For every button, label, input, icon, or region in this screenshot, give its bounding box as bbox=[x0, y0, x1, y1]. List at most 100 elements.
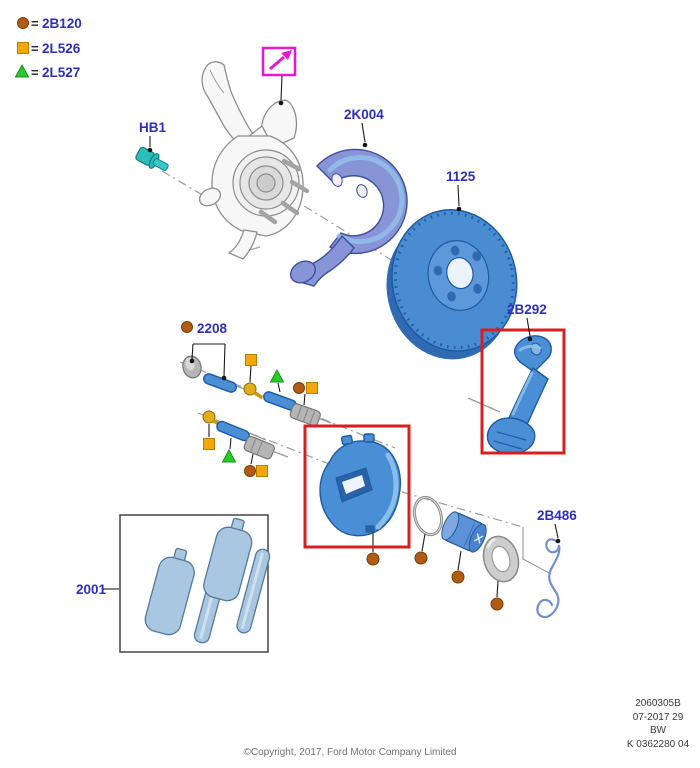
caliper-tab bbox=[363, 433, 375, 443]
rotor-lug-hole bbox=[450, 245, 460, 256]
copyright-notice: ©Copyright, 2017, Ford Motor Company Lim… bbox=[243, 747, 456, 758]
callout-labels: HB1 2K004 1125 2B292 2208 2B486 2001 bbox=[76, 107, 577, 597]
boot-rib bbox=[302, 408, 309, 422]
piston-end bbox=[441, 511, 460, 541]
bracket-highlight bbox=[518, 344, 542, 352]
marker-line bbox=[457, 550, 462, 571]
leader-line bbox=[526, 317, 531, 337]
marker-line bbox=[250, 453, 254, 465]
nav-leader-dot bbox=[278, 100, 284, 106]
bolt-shank bbox=[152, 158, 169, 171]
brown-circle-icon bbox=[366, 552, 380, 566]
brake-rotor[interactable] bbox=[372, 198, 531, 371]
legend: = 2B120 = 2L526 = 2L527 bbox=[14, 16, 82, 80]
rotor-lug-hole bbox=[473, 283, 482, 294]
callout-2208[interactable]: 2208 bbox=[197, 321, 228, 336]
bracket-foot-ridge bbox=[496, 431, 527, 441]
leader-dot bbox=[456, 206, 462, 212]
brake-pad-kit[interactable] bbox=[119, 514, 271, 653]
knuckle-foot bbox=[198, 187, 222, 207]
legend-equals: = bbox=[31, 65, 39, 80]
leader-dot bbox=[527, 336, 533, 342]
guide-pin-kit[interactable] bbox=[180, 354, 332, 460]
knuckle-lower-arm bbox=[227, 229, 258, 260]
rotor-lug-hole bbox=[447, 291, 456, 302]
shield-bolt-hole bbox=[331, 173, 343, 187]
nav-arrowhead-icon bbox=[281, 50, 292, 60]
piston-sparkle bbox=[473, 533, 484, 544]
orange-square-icon bbox=[17, 42, 29, 54]
marker-line bbox=[249, 365, 252, 383]
boot-rib bbox=[309, 410, 316, 424]
brown-circle-icon bbox=[244, 465, 256, 477]
leader-dot bbox=[555, 538, 561, 544]
reference-number: K 0362280 04 bbox=[627, 739, 690, 750]
brake-dust-shield[interactable] bbox=[287, 148, 408, 287]
knuckle-upper-arm bbox=[201, 61, 255, 146]
grease-fitting bbox=[202, 410, 216, 424]
callout-2b292[interactable]: 2B292 bbox=[507, 302, 547, 317]
green-triangle-icon bbox=[221, 448, 237, 463]
centerline-clip-jog bbox=[522, 527, 552, 575]
legend-code-2b120[interactable]: 2B120 bbox=[42, 16, 82, 31]
wear-indicator-clip[interactable] bbox=[536, 538, 561, 619]
drawing-number: 2060305B bbox=[635, 698, 681, 709]
marker-line bbox=[421, 533, 426, 552]
caliper-anchor-bracket[interactable] bbox=[467, 335, 552, 455]
rotor-vent-slots bbox=[393, 211, 515, 350]
pin-shaft bbox=[317, 417, 332, 424]
pin-shaft bbox=[271, 450, 289, 458]
hub-center bbox=[256, 173, 276, 193]
leader-line bbox=[457, 184, 460, 207]
legend-code-2l526[interactable]: 2L526 bbox=[42, 41, 81, 56]
green-triangle-icon bbox=[269, 368, 285, 383]
leader-line bbox=[223, 343, 226, 377]
highlight-box-bracket bbox=[480, 328, 566, 455]
footer: 2060305B 07-2017 29 BW K 0362280 04 ©Cop… bbox=[243, 698, 689, 758]
leader-line bbox=[361, 122, 366, 143]
callout-2001[interactable]: 2001 bbox=[76, 582, 107, 597]
kit-markers bbox=[203, 354, 318, 477]
callout-1125[interactable]: 1125 bbox=[446, 169, 476, 184]
sheet-code: BW bbox=[650, 725, 667, 736]
caliper-notch bbox=[365, 525, 375, 533]
leader-line bbox=[191, 343, 194, 360]
piston-face bbox=[468, 523, 487, 553]
caliper-tab bbox=[340, 434, 354, 446]
callout-2b486[interactable]: 2B486 bbox=[537, 508, 577, 523]
see-other-illustration-callout[interactable] bbox=[261, 46, 297, 106]
pad-edge-highlight bbox=[240, 552, 264, 629]
callout-2k004[interactable]: 2K004 bbox=[344, 107, 384, 122]
legend-equals: = bbox=[31, 16, 39, 31]
steering-knuckle[interactable] bbox=[197, 61, 310, 260]
clip-wire bbox=[536, 538, 561, 619]
highlight-box-caliper bbox=[303, 424, 411, 549]
boot-rib bbox=[296, 406, 302, 419]
leader-dot bbox=[189, 358, 195, 364]
piston-seal-set[interactable] bbox=[410, 494, 523, 611]
brake-caliper[interactable] bbox=[319, 433, 402, 566]
marker-line bbox=[303, 393, 306, 406]
guide-pin-bolt bbox=[203, 373, 237, 393]
hub-bolt-part[interactable] bbox=[134, 145, 171, 175]
o-ring-sheen bbox=[413, 496, 443, 536]
boot-rib bbox=[250, 438, 257, 452]
brown-circle-icon bbox=[414, 551, 428, 565]
callout-hb1[interactable]: HB1 bbox=[139, 120, 166, 135]
wheel-stud bbox=[258, 209, 278, 225]
orange-square-icon bbox=[306, 382, 318, 394]
green-triangle-icon bbox=[14, 63, 30, 78]
brown-circle-icon bbox=[181, 321, 193, 333]
legend-code-2l527[interactable]: 2L527 bbox=[42, 65, 80, 80]
pin-shaft bbox=[248, 432, 267, 441]
piston-groove bbox=[463, 522, 476, 547]
marker-line bbox=[229, 437, 232, 450]
shield-bolt-hole bbox=[356, 184, 368, 198]
boot-highlight bbox=[486, 537, 496, 549]
dust-boot-bore bbox=[491, 545, 511, 573]
fitting-stem bbox=[253, 391, 263, 399]
rotor-lug-hole bbox=[472, 251, 482, 262]
rotor-center-bore bbox=[446, 257, 474, 290]
